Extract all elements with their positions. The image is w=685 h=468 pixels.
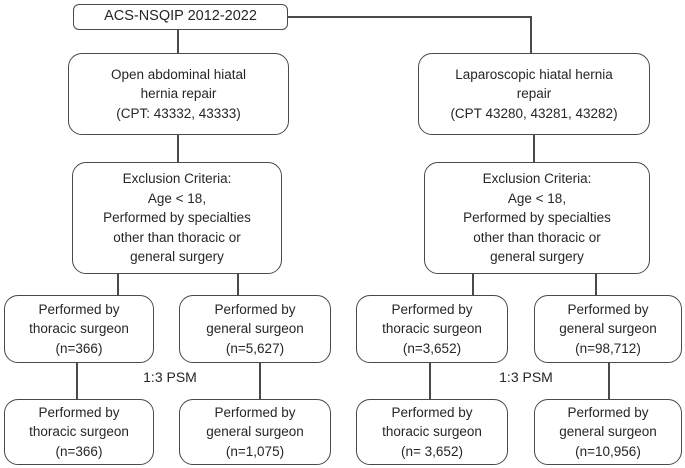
connector-root-to-laparoscopic-v: [530, 16, 532, 53]
connector-open-to-exclusion: [177, 135, 179, 162]
connector-psm-lap-general: [608, 363, 610, 399]
exclusion-criteria-laparoscopic-box: Exclusion Criteria: Age < 18, Performed …: [424, 162, 650, 274]
exclusion-criteria-open-box: Exclusion Criteria: Age < 18, Performed …: [72, 162, 282, 274]
psm-label-open: 1:3 PSM: [143, 369, 197, 385]
connector-psm-open-general: [259, 363, 261, 399]
open-procedure-box: Open abdominal hiatal hernia repair (CPT…: [68, 53, 289, 135]
open-thoracic-prematch-box: Performed by thoracic surgeon (n=366): [4, 295, 154, 363]
connector-exclusion-left-to-thoracic: [117, 273, 119, 295]
laparoscopic-general-postmatch-box: Performed by general surgeon (n=10,956): [534, 399, 682, 465]
laparoscopic-procedure-box: Laparoscopic hiatal hernia repair (CPT 4…: [418, 53, 650, 135]
open-thoracic-postmatch-box: Performed by thoracic surgeon (n=366): [4, 399, 154, 465]
psm-label-laparoscopic: 1:3 PSM: [499, 369, 553, 385]
connector-root-to-open: [177, 30, 179, 53]
laparoscopic-thoracic-prematch-box: Performed by thoracic surgeon (n=3,652): [356, 295, 508, 363]
connector-laparoscopic-to-exclusion: [533, 135, 535, 162]
open-general-postmatch-box: Performed by general surgeon (n=1,075): [179, 399, 331, 465]
connector-psm-lap-thoracic: [429, 363, 431, 399]
connector-exclusion-right-to-thoracic: [472, 273, 474, 295]
laparoscopic-general-prematch-box: Performed by general surgeon (n=98,712): [534, 295, 682, 363]
connector-exclusion-left-to-general: [237, 273, 239, 295]
connector-exclusion-right-to-general: [595, 273, 597, 295]
laparoscopic-thoracic-postmatch-box: Performed by thoracic surgeon (n= 3,652): [356, 399, 508, 465]
open-general-prematch-box: Performed by general surgeon (n=5,627): [179, 295, 331, 363]
connector-root-to-laparoscopic-h: [288, 16, 531, 18]
database-box: ACS-NSQIP 2012-2022: [73, 4, 288, 30]
connector-psm-open-thoracic: [76, 363, 78, 399]
